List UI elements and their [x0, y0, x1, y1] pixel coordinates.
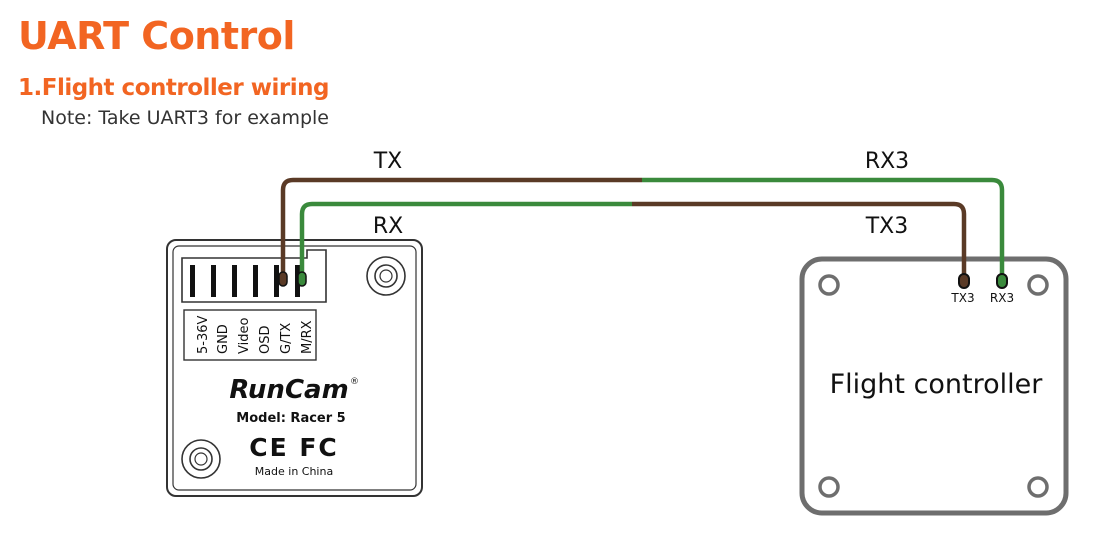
connector-pin: [190, 265, 195, 297]
registered-mark: ®: [350, 377, 359, 387]
page-title: UART Control: [18, 14, 295, 58]
pin-label-video: Video: [237, 318, 252, 354]
fc-rx3-pad: [996, 273, 1008, 289]
pin-label-mrx: M/RX: [300, 320, 315, 354]
fc-mount-hole-bottom-left: [818, 476, 840, 498]
wire-tx-camera-side: [280, 177, 642, 282]
fc-mount-hole-top-right: [1027, 274, 1049, 296]
camera-tx-terminal: [278, 271, 288, 287]
camera-mount-hole-bottom: [181, 439, 221, 479]
flight-controller-label: Flight controller: [830, 369, 1044, 400]
runcam-logo: RunCam: [229, 375, 348, 405]
camera-outline: [166, 239, 423, 497]
fc-pad-tx3-label: TX3: [950, 291, 974, 305]
camera-board: 5-36V GND Video OSD G/TX M/RX RunCam ® M…: [166, 239, 423, 497]
fc-pad-rx3-label: RX3: [990, 291, 1014, 305]
wire-tx-fc-side: [642, 177, 1005, 282]
pin-label-box: [183, 309, 317, 361]
section-heading: 1.Flight controller wiring: [18, 75, 329, 101]
certification-marks: CE FC: [249, 433, 339, 462]
flight-controller-outline: [799, 256, 1069, 516]
pin-label-power: 5-36V: [196, 315, 211, 354]
wire-label-tx3: TX3: [865, 214, 909, 239]
wire-rx-camera-side: [299, 201, 632, 282]
fc-tx3-pad: [958, 273, 970, 289]
wire-rx-fc-side: [632, 201, 967, 282]
camera-model: Model: Racer 5: [236, 411, 345, 426]
wire-label-rx3: RX3: [865, 149, 909, 174]
wire-label-tx: TX: [373, 149, 403, 174]
connector-pin: [274, 265, 279, 297]
pin-label-osd: OSD: [258, 326, 273, 355]
fc-mount-hole-top-left: [818, 274, 840, 296]
wires: [278, 177, 1008, 289]
note-text: Note: Take UART3 for example: [41, 107, 329, 129]
connector-pin: [253, 265, 258, 297]
connector-pin: [232, 265, 237, 297]
pin-label-gnd: GND: [216, 324, 231, 354]
camera-rx-terminal: [297, 271, 307, 287]
flight-controller-board: Flight controller TX3 RX3: [799, 256, 1069, 516]
camera-mount-hole-top: [366, 256, 406, 296]
connector-pin: [211, 265, 216, 297]
camera-inner-outline: [172, 245, 417, 491]
pin-label-gtx: G/TX: [279, 323, 294, 354]
wire-label-rx: RX: [373, 214, 403, 239]
fc-mount-hole-bottom-right: [1027, 476, 1049, 498]
made-in-text: Made in China: [255, 465, 333, 478]
